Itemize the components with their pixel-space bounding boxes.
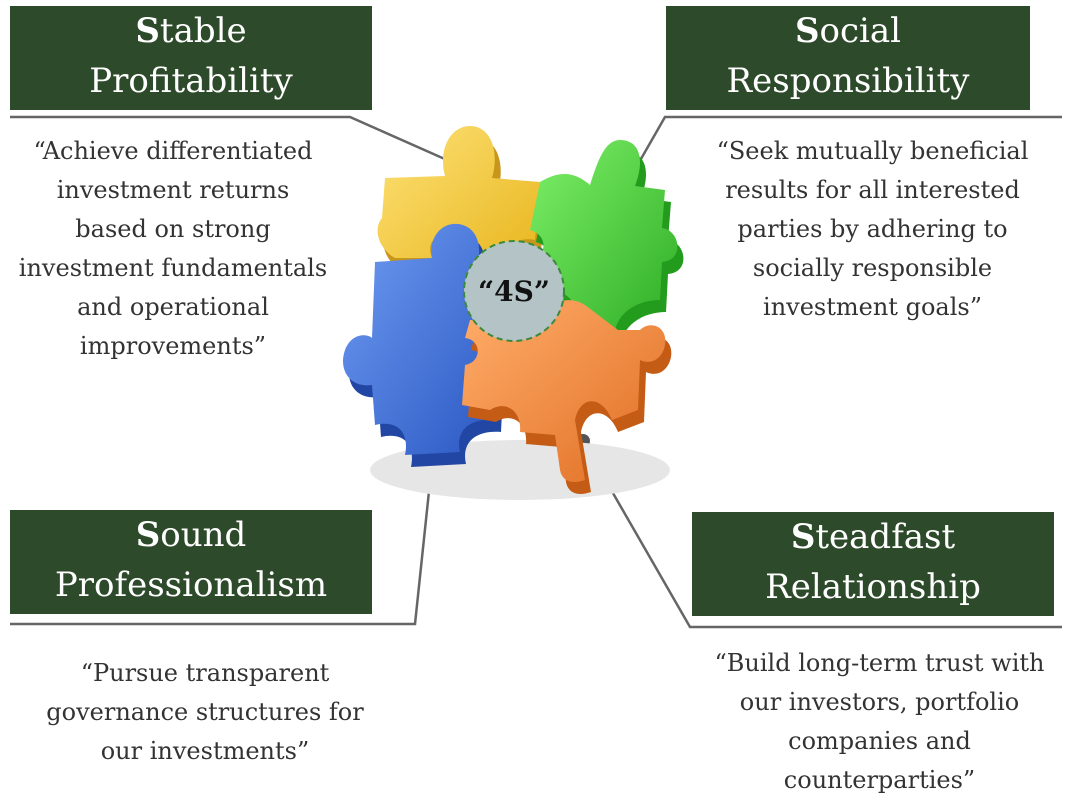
puzzle-piece-green [530, 140, 684, 342]
title-first-letter: S [790, 517, 816, 557]
quote-steadfast-relationship: “Build long-term trust with our investor… [714, 649, 1045, 794]
connector-steadfast [581, 440, 1062, 629]
title-line2: Professionalism [54, 565, 328, 605]
puzzle-piece-blue [343, 223, 506, 467]
title-rest: ocial [819, 11, 902, 51]
title-rest: table [159, 11, 247, 51]
title-box-stable-profitability: Stable Profitability [10, 6, 372, 110]
quote-sound-professionalism: “Pursue transparent governance structure… [46, 659, 364, 765]
title-first-letter: S [135, 515, 161, 555]
title-line1: Social [666, 6, 1030, 56]
title-first-letter: S [794, 11, 820, 51]
title-line2: Profitability [89, 61, 293, 101]
title-box-sound-professionalism: Sound Professionalism [10, 510, 372, 614]
title-line2: Responsibility [726, 61, 970, 101]
title-first-letter: S [135, 11, 160, 51]
quote-stable-profitability: “Achieve differentiated investment retur… [18, 137, 328, 360]
puzzle-piece-orange [462, 300, 672, 494]
center-label: “4S” [478, 275, 550, 308]
title-line1: Steadfast [692, 512, 1054, 562]
title-line1: Sound [10, 510, 372, 560]
center-circle [463, 240, 565, 342]
title-box-social-responsibility: Social Responsibility [666, 6, 1030, 110]
title-line2: Relationship [765, 567, 981, 607]
connector-stable [10, 115, 466, 170]
title-rest: teadfast [815, 517, 956, 557]
title-rest: ound [160, 515, 247, 555]
quote-social-responsibility: “Seek mutually beneficial results for al… [716, 137, 1029, 321]
title-box-steadfast-relationship: Steadfast Relationship [692, 512, 1054, 616]
title-line1: Stable [10, 6, 372, 56]
